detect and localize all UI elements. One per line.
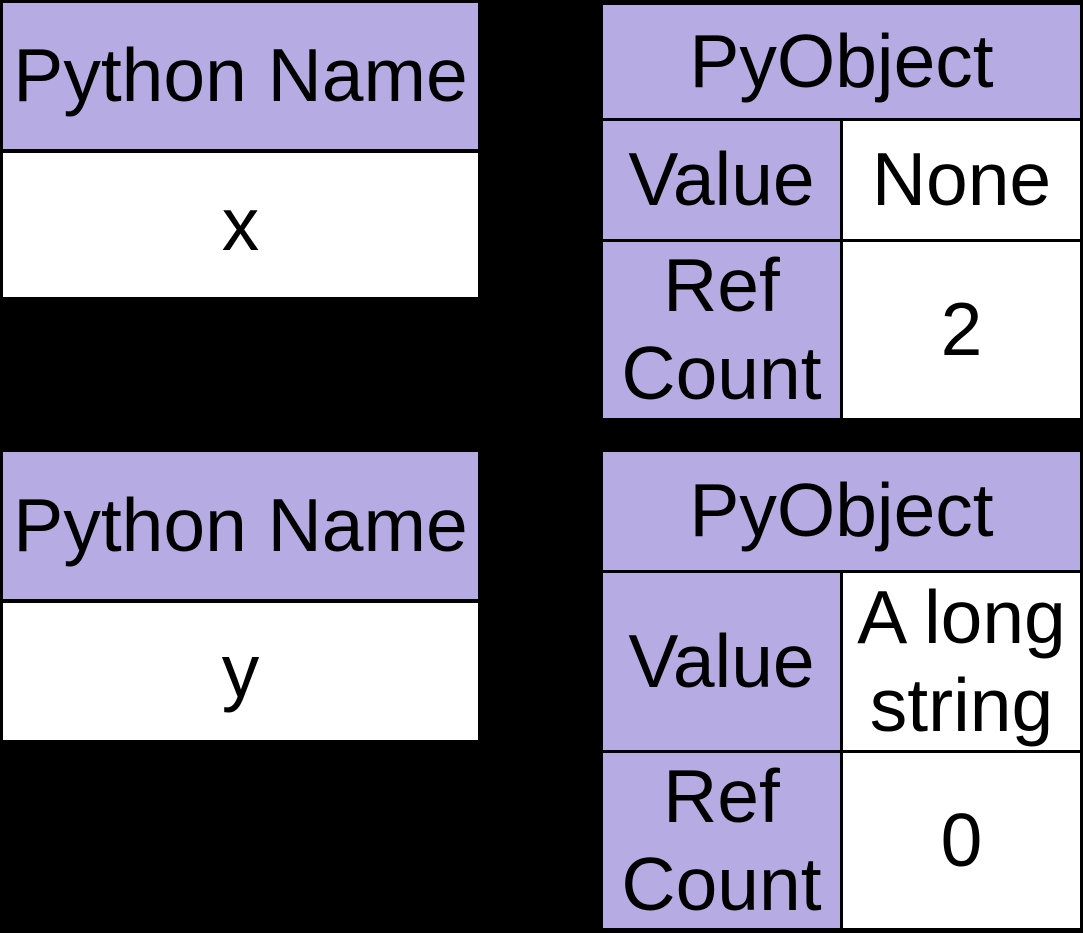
pyobject-table-none: PyObject Value None Ref Count 2 (600, 2, 1083, 421)
value-label-cell: Value (603, 573, 840, 750)
value-label-cell: Value (603, 121, 840, 239)
python-name-value-x: x (3, 153, 478, 297)
python-name-value-y: y (3, 603, 478, 740)
value-cell: A long string (843, 573, 1080, 750)
python-name-header: Python Name (3, 452, 478, 599)
pyobject-header: PyObject (603, 452, 1080, 570)
value-cell: None (843, 121, 1080, 239)
ref-count-cell: 0 (843, 753, 1080, 928)
ref-count-label-cell: Ref Count (603, 242, 840, 418)
python-name-table-x: Python Name x (0, 0, 481, 300)
ref-count-label-cell: Ref Count (603, 753, 840, 928)
pyobject-table-string: PyObject Value A long string Ref Count 0 (600, 449, 1083, 931)
python-name-table-y: Python Name y (0, 449, 481, 743)
ref-count-cell: 2 (843, 242, 1080, 418)
python-name-header: Python Name (3, 3, 478, 149)
pyobject-header: PyObject (603, 5, 1080, 118)
